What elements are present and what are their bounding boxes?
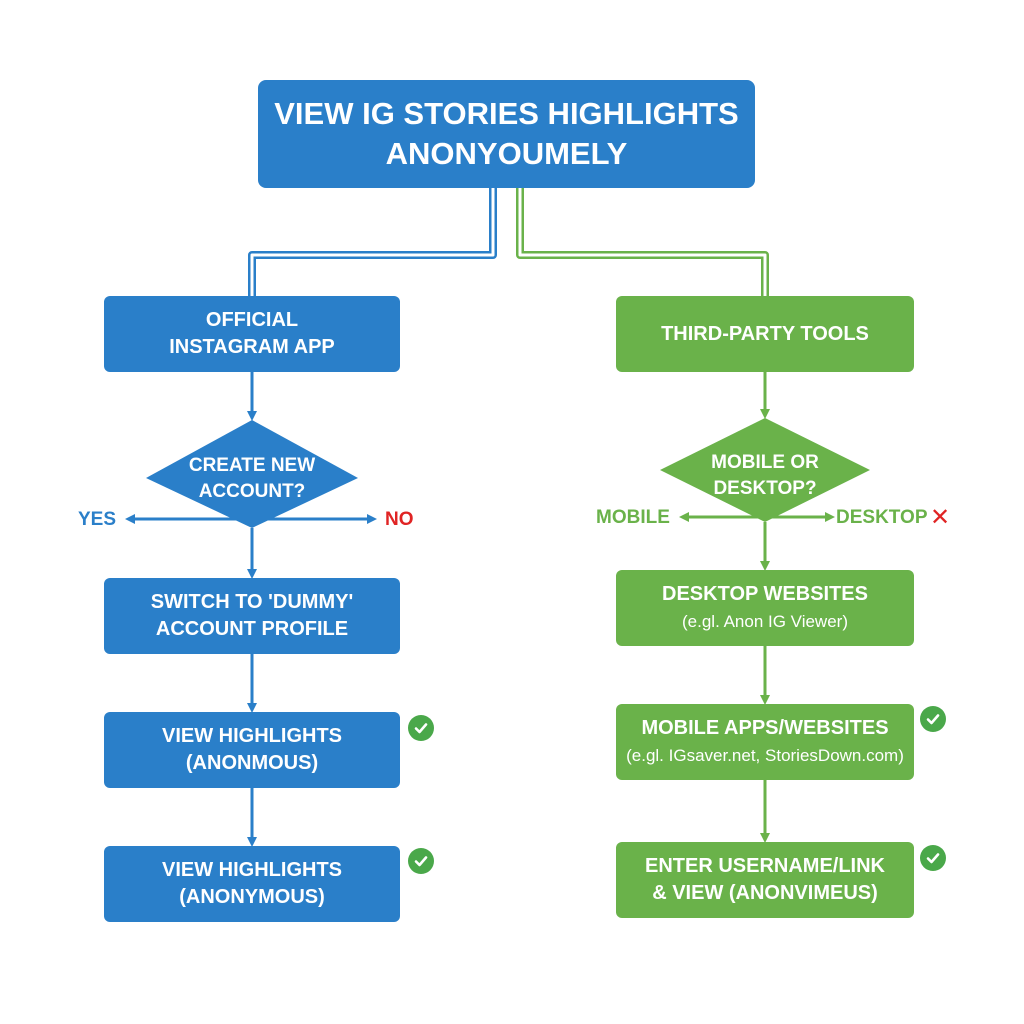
decision-diamond-create-account (146, 420, 358, 528)
mobile-apps-line-1: MOBILE APPS/WEBSITES (641, 717, 889, 739)
mobile-label: MOBILE (596, 507, 670, 528)
create-account-question: CREATE NEW ACCOUNT? (166, 450, 338, 508)
check-icon (920, 706, 946, 732)
view2-line-2: (ANONYMOUS) (179, 886, 325, 908)
mobile-apps-line-2: (e.gl. IGsaver.net, StoriesDown.com) (626, 746, 904, 765)
enter-username-box: ENTER USERNAME/LINK & VIEW (ANONVIMEUS) (616, 842, 914, 918)
official-box-line-1: OFFICIAL (205, 309, 299, 331)
switch-box-line-2: ACCOUNT PROFILE (155, 618, 349, 640)
cross-icon: ✕ (930, 504, 951, 531)
check-icon (408, 715, 434, 741)
desktop-websites-box: DESKTOP WEBSITES (e.gl. Anon IG Viewer) (616, 570, 914, 646)
official-box-line-2: INSTAGRAM APP (169, 336, 335, 358)
mobile-desktop-line-2: DESKTOP? (713, 478, 817, 499)
mobile-desktop-line-1: MOBILE OR (711, 452, 819, 473)
view1-line-1: VIEW HIGHLIGHTS (162, 725, 342, 747)
check-icon (920, 845, 946, 871)
official-instagram-app-box: OFFICIAL INSTAGRAM APP (104, 296, 400, 372)
check-icon (408, 848, 434, 874)
mobile-apps-websites-box: MOBILE APPS/WEBSITES (e.gl. IGsaver.net,… (616, 704, 914, 780)
desktop-label: DESKTOP (836, 507, 928, 528)
view-highlights-box-1: VIEW HIGHLIGHTS (ANONMOUS) (104, 712, 400, 788)
enter-username-line-1: ENTER USERNAME/LINK (644, 855, 885, 877)
connector-title-to-official (248, 188, 497, 296)
view-highlights-box-2: VIEW HIGHLIGHTS (ANONYMOUS) (104, 846, 400, 922)
enter-username-line-2: & VIEW (ANONVIMEUS) (652, 882, 878, 904)
view2-line-1: VIEW HIGHLIGHTS (162, 859, 342, 881)
desktop-sites-line-2: (e.gl. Anon IG Viewer) (682, 612, 848, 631)
no-label: NO (385, 509, 414, 530)
view1-line-2: (ANONMOUS) (185, 752, 319, 774)
title-line-2: ANONYOUMELY (385, 136, 628, 171)
switch-box-line-1: SWITCH TO 'DUMMY' (150, 591, 354, 613)
decision-diamond-mobile-desktop (660, 418, 870, 522)
yes-label: YES (78, 509, 117, 530)
create-account-line-2: ACCOUNT? (198, 481, 306, 502)
title-box: VIEW IG STORIES HIGHLIGHTS ANONYOUMELY (258, 80, 755, 188)
mobile-or-desktop-question: MOBILE OR DESKTOP? (680, 448, 850, 504)
desktop-sites-line-1: DESKTOP WEBSITES (662, 583, 868, 605)
third-party-tools-box: THIRD-PARTY TOOLS (616, 296, 914, 372)
third-party-line-1: THIRD-PARTY TOOLS (661, 322, 869, 345)
connector-title-to-third-party (516, 188, 769, 296)
title-line-1: VIEW IG STORIES HIGHLIGHTS (274, 96, 739, 131)
create-account-line-1: CREATE NEW (188, 455, 316, 476)
switch-dummy-account-box: SWITCH TO 'DUMMY' ACCOUNT PROFILE (104, 578, 400, 654)
